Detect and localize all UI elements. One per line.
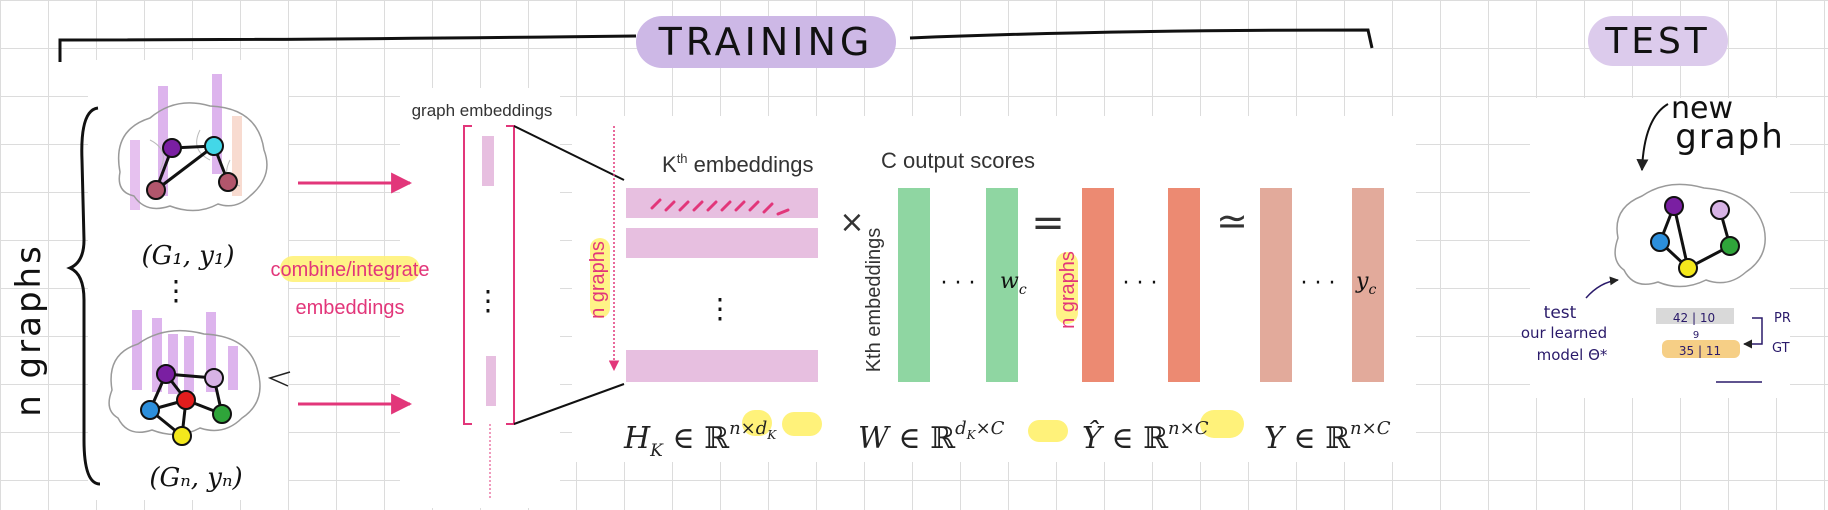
n-graphs-label: n graphs — [9, 243, 49, 417]
test-arrow — [1585, 276, 1619, 299]
eq-w: W ∈ ℝdK×C — [858, 418, 1005, 456]
brain-graph-n — [108, 310, 261, 446]
pr-values: 42 | 10 — [1673, 311, 1715, 325]
graph-embeddings-title: graph embeddings — [412, 101, 553, 120]
gt-label: GT — [1772, 341, 1790, 356]
times-sign: × — [839, 205, 864, 240]
test-brain-graph — [1614, 183, 1766, 288]
left-vdots: ⋮ — [162, 274, 190, 307]
eq-hk: HK ∈ ℝn×dK — [623, 418, 777, 461]
y-matrix — [1260, 188, 1384, 382]
test-header: TEST — [1588, 16, 1728, 66]
y-col-label: yc — [1355, 269, 1376, 298]
test-note-line1: test — [1544, 303, 1577, 323]
gt-values: 35 | 11 — [1679, 344, 1721, 358]
yhat-matrix — [1056, 188, 1200, 382]
hk-vdots: ⋮ — [706, 292, 734, 325]
hk-rows-label: n graphs — [587, 241, 609, 319]
n-graphs-brace — [66, 106, 101, 486]
training-bracket-right — [909, 28, 1374, 49]
eq-yhat: Ŷ ∈ ℝn×C — [1082, 418, 1209, 456]
combine-label-line2: embeddings — [296, 297, 405, 319]
training-bracket-left — [58, 34, 637, 62]
new-graph-line1: new — [1671, 91, 1733, 126]
embeddings-vdots: ⋮ — [474, 284, 502, 317]
yhat-rows-label: n graphs — [1057, 251, 1079, 329]
y-dots: · · · — [1301, 271, 1336, 296]
pr-label: PR — [1774, 311, 1791, 326]
gn-label: (Gₙ, yₙ) — [149, 463, 242, 493]
hk-title: Kth embeddings — [662, 151, 814, 177]
dk-highlight — [782, 412, 822, 436]
w-matrix — [898, 188, 1018, 382]
graph-embeddings-column — [463, 125, 625, 500]
equals-sign: = — [1031, 200, 1065, 246]
pr-gt-arrow — [1743, 317, 1763, 349]
left-panel-bg — [88, 60, 288, 500]
test-note-line2: our learned — [1521, 324, 1607, 342]
combine-label-line1: combine/integrate — [271, 259, 430, 281]
combine-highlight — [280, 256, 420, 282]
yhat-c-highlight — [1200, 410, 1244, 438]
approx-sign: ≃ — [1216, 199, 1248, 243]
training-header: TRAINING — [636, 16, 896, 68]
w-side-label: Kth embeddings — [863, 228, 885, 373]
g1-label: (G₁, y₁) — [141, 241, 234, 271]
test-note-line3: model Θ* — [1537, 346, 1608, 364]
eq-y: Y ∈ ℝn×C — [1264, 418, 1391, 456]
small-back-arrow — [267, 371, 291, 387]
w-title: C output scores — [881, 148, 1035, 173]
brain-graph-1 — [117, 74, 268, 212]
new-graph-line2: graph — [1675, 117, 1785, 157]
c-highlight — [1028, 420, 1068, 442]
yhat-dots: · · · — [1123, 271, 1158, 296]
new-graph-arrow — [1636, 103, 1669, 172]
w-dots: · · · — [941, 271, 976, 296]
hk-matrix — [590, 126, 818, 382]
hk-highlight — [742, 410, 772, 436]
mid-values: 9 — [1693, 330, 1699, 341]
pr-box — [1656, 308, 1734, 324]
gt-box — [1662, 340, 1740, 358]
w-col-label: wc — [1000, 269, 1027, 298]
embeddings-panel-bg — [400, 88, 560, 508]
